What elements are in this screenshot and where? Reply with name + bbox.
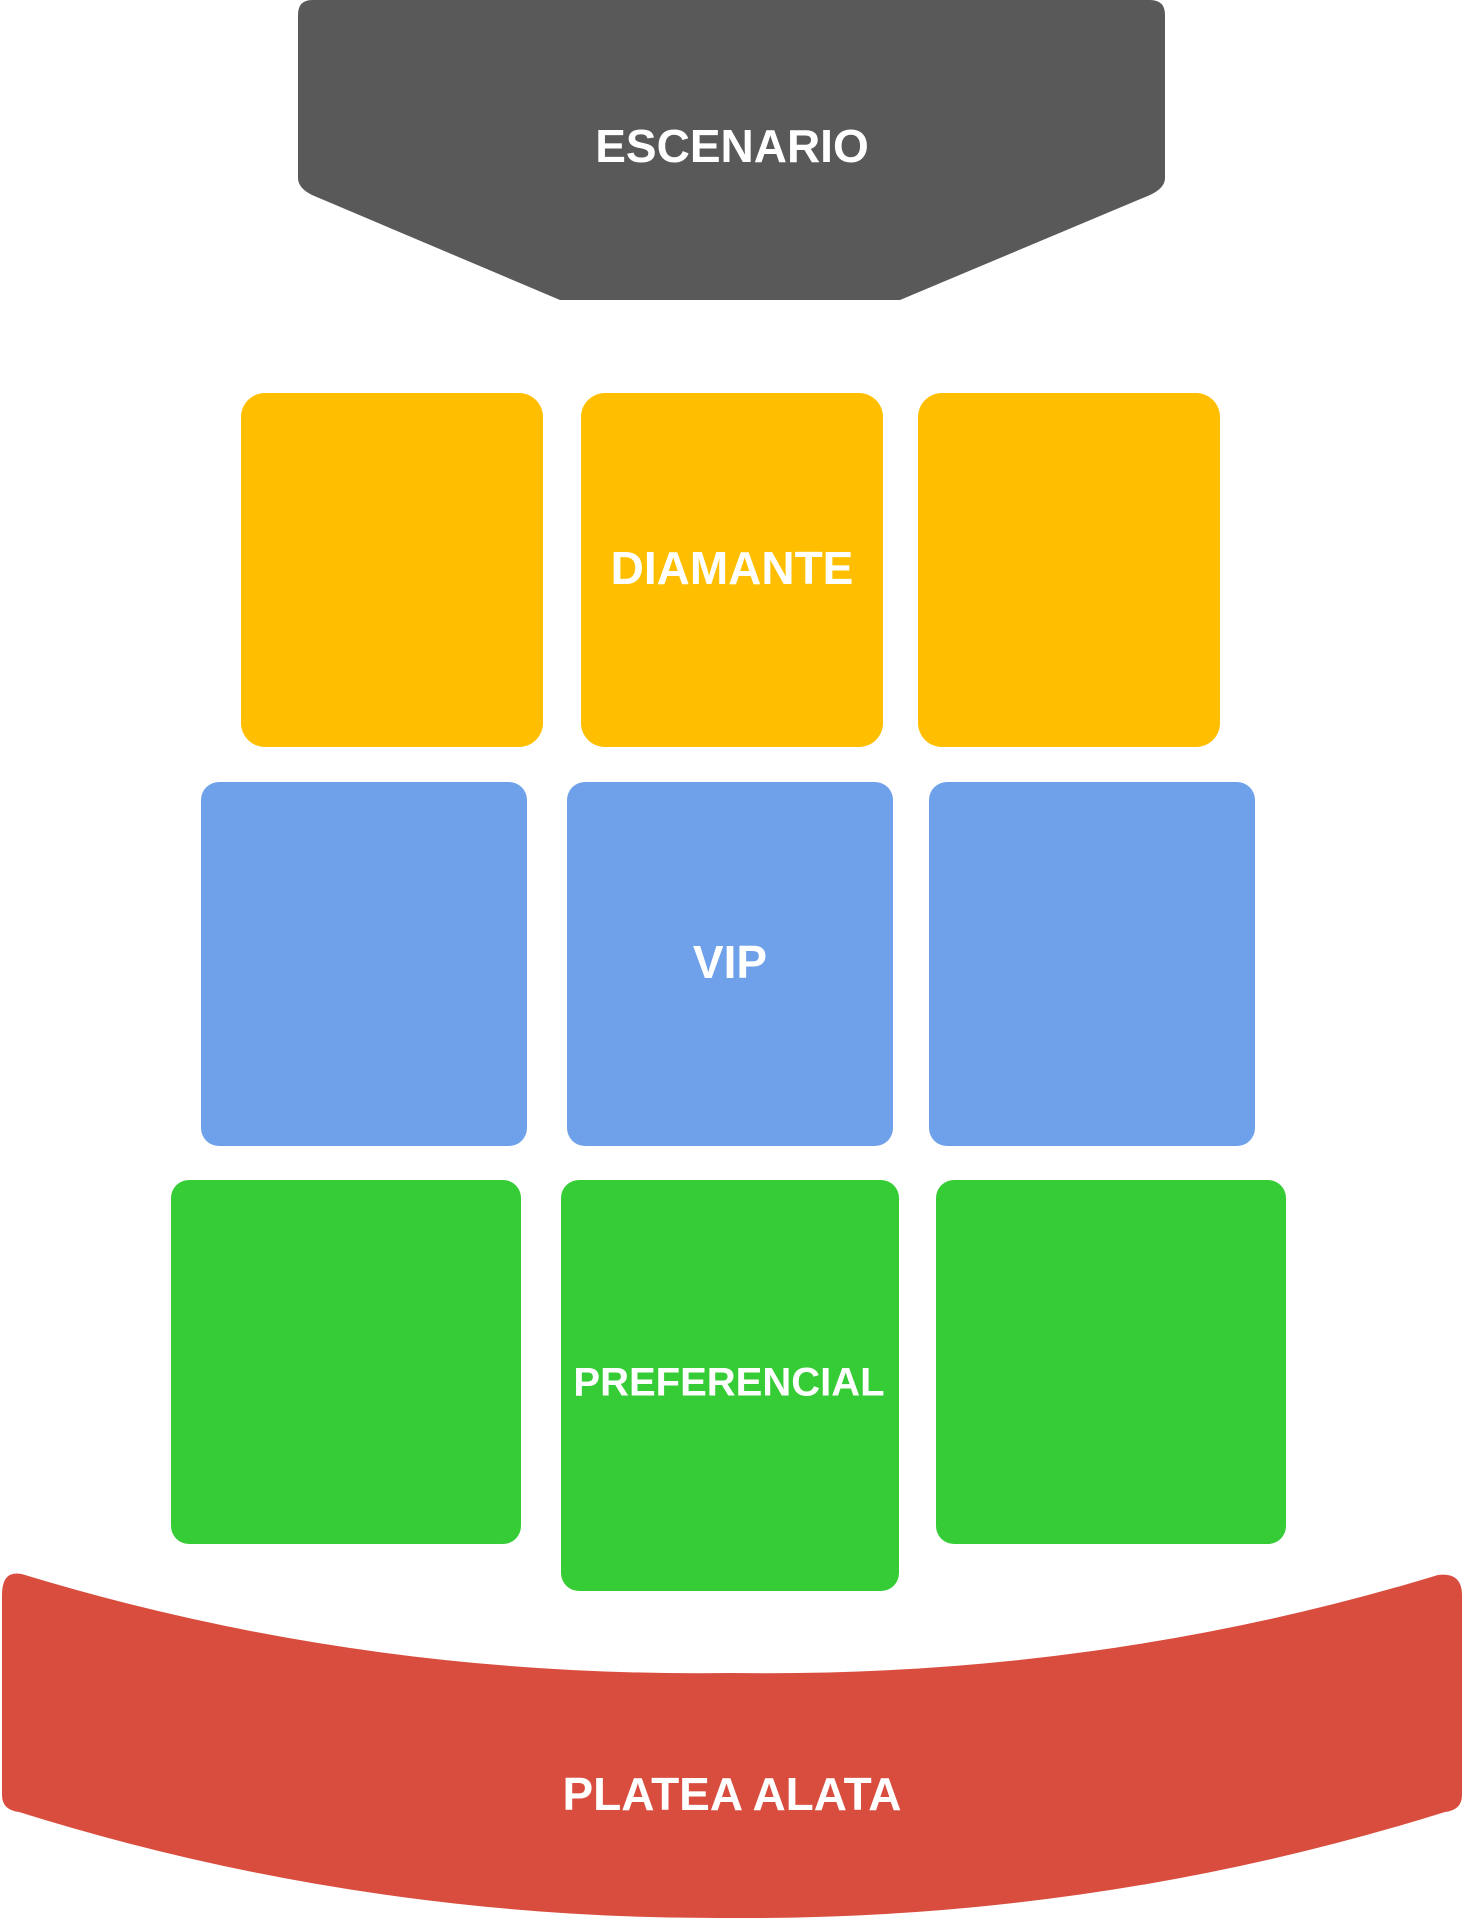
diamante-block-right[interactable]: [918, 393, 1220, 747]
platea-alata-label: PLATEA ALATA: [563, 1768, 902, 1820]
vip-block-right[interactable]: [929, 782, 1255, 1146]
preferencial-block-right[interactable]: [936, 1180, 1286, 1544]
stage-label: ESCENARIO: [595, 120, 868, 172]
zone-vip[interactable]: VIP: [201, 782, 1255, 1146]
platea-alata-shape[interactable]: [2, 1573, 1462, 1919]
zone-diamante[interactable]: DIAMANTE: [241, 393, 1220, 747]
diamante-block-left[interactable]: [241, 393, 543, 747]
zone-platea-alata[interactable]: PLATEA ALATA: [2, 1573, 1462, 1919]
vip-block-left[interactable]: [201, 782, 527, 1146]
preferencial-label: PREFERENCIAL: [573, 1361, 884, 1405]
vip-label: VIP: [693, 936, 767, 988]
stage-shape: [298, 0, 1165, 300]
diamante-block-center[interactable]: [581, 393, 883, 747]
diamante-label: DIAMANTE: [611, 542, 854, 594]
preferencial-block-center[interactable]: [561, 1180, 899, 1591]
preferencial-block-left[interactable]: [171, 1180, 521, 1544]
stage: ESCENARIO: [298, 0, 1165, 300]
vip-block-center[interactable]: [567, 782, 893, 1146]
zone-preferencial[interactable]: PREFERENCIAL: [171, 1180, 1286, 1591]
